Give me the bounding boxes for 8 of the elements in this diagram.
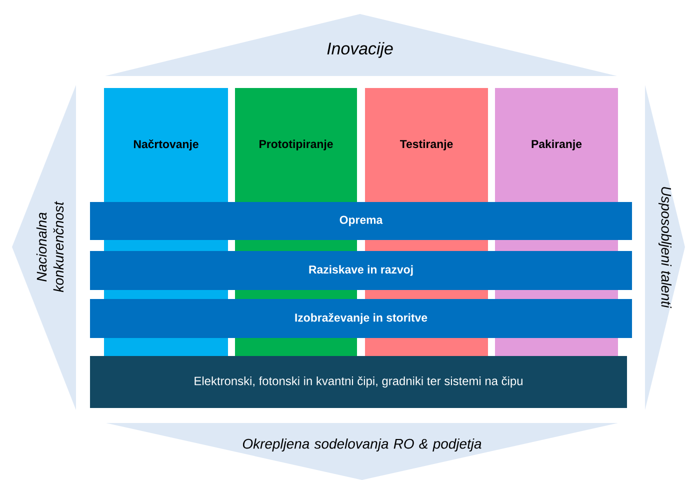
side-triangle: Usposobljeni talenti [645,85,685,410]
floor-triangle: Okrepljena sodelovanja RO & podjetja [106,423,618,480]
layer-bar: Raziskave in razvoj [90,251,632,290]
foundation-bar: Elektronski, fotonski in kvantni čipi, gradniki ter sistemi na čipu [90,356,627,408]
side-triangle: Nacionalna konkurenčnost [12,85,76,410]
roof-triangle: Inovacije [105,14,617,76]
layer-bar: Oprema [90,202,632,240]
layer-bar: Izobraževanje in storitve [90,299,632,338]
